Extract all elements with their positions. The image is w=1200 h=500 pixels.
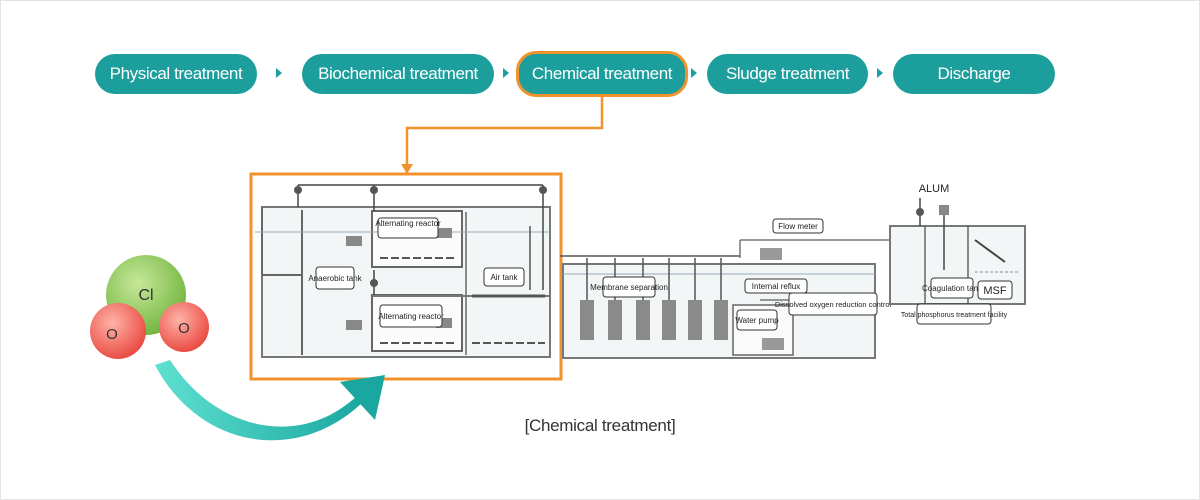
label-total-phosphorus: Total phosphorus treatment facility xyxy=(901,312,1008,319)
left-labels: Alternating reactor Anaerobic tank Alter… xyxy=(308,217,525,328)
atom-cl: Cl xyxy=(138,287,153,304)
label-anaerobic-tank: Anaerobic tank xyxy=(308,274,362,283)
label-alternating-reactor-bottom: Alternating reactor xyxy=(378,312,444,321)
step-arrow-icon xyxy=(691,68,697,78)
label-internal-reflux: Internal reflux xyxy=(752,282,800,291)
label-flow-meter: Flow meter xyxy=(778,222,818,231)
svg-text:Anaerobic tank: Anaerobic tank xyxy=(308,274,362,283)
atom-o-left: O xyxy=(106,326,118,343)
process-steps: Physical treatment Biochemical treatment… xyxy=(0,51,1200,97)
label-msf: MSF xyxy=(983,285,1007,297)
step-arrow-icon xyxy=(503,68,509,78)
svg-text:Water pump: Water pump xyxy=(735,316,779,325)
curved-arrow-icon xyxy=(155,360,385,441)
middle-labels: Membrane separation Flow meter Internal … xyxy=(590,218,892,331)
step-physical-treatment[interactable]: Physical treatment xyxy=(95,54,257,94)
step-discharge[interactable]: Discharge xyxy=(893,54,1055,94)
label-alum: ALUM xyxy=(919,183,950,195)
highlight-box xyxy=(249,172,563,381)
label-membrane-separation: Membrane separation xyxy=(590,283,668,292)
svg-text:Alternating reactor: Alternating reactor xyxy=(378,312,444,321)
step-chemical-treatment[interactable]: Chemical treatment xyxy=(516,51,688,97)
label-water-pump: Water pump xyxy=(735,316,779,325)
svg-text:O: O xyxy=(106,326,118,343)
label-air-tank: Air tank xyxy=(490,273,518,282)
label-alternating-reactor-top: Alternating reactor xyxy=(375,219,441,228)
right-labels: ALUM Coagulation tank MSF Total phosphor… xyxy=(901,183,1013,325)
svg-text:Internal reflux: Internal reflux xyxy=(752,282,800,291)
step-arrow-icon xyxy=(276,68,282,78)
step-sludge-treatment[interactable]: Sludge treatment xyxy=(707,54,868,94)
svg-text:Total phosphorus treatment fac: Total phosphorus treatment facility xyxy=(901,312,1008,319)
label-coagulation-tank: Coagulation tank xyxy=(922,284,983,293)
svg-text:Alternating reactor: Alternating reactor xyxy=(375,219,441,228)
atom-o-right: O xyxy=(178,320,190,337)
svg-text:Dissolved oxygen reduction con: Dissolved oxygen reduction control xyxy=(775,300,892,309)
step-arrow-icon xyxy=(877,68,883,78)
svg-text:Coagulation tank: Coagulation tank xyxy=(922,284,983,293)
chlorine-dioxide-molecule: Cl O O xyxy=(90,255,209,359)
label-dissolved-oxygen: Dissolved oxygen reduction control xyxy=(775,300,892,309)
svg-text:Air tank: Air tank xyxy=(490,273,518,282)
step-biochemical-treatment[interactable]: Biochemical treatment xyxy=(302,54,494,94)
highlight-connector xyxy=(401,97,604,174)
svg-text:Flow meter: Flow meter xyxy=(778,222,818,231)
svg-text:O: O xyxy=(178,320,190,337)
svg-text:Cl: Cl xyxy=(138,287,153,304)
figure-caption: [Chemical treatment] xyxy=(524,416,676,435)
svg-text:Membrane separation: Membrane separation xyxy=(590,283,668,292)
svg-text:MSF: MSF xyxy=(983,285,1007,297)
svg-text:ALUM: ALUM xyxy=(919,183,950,195)
